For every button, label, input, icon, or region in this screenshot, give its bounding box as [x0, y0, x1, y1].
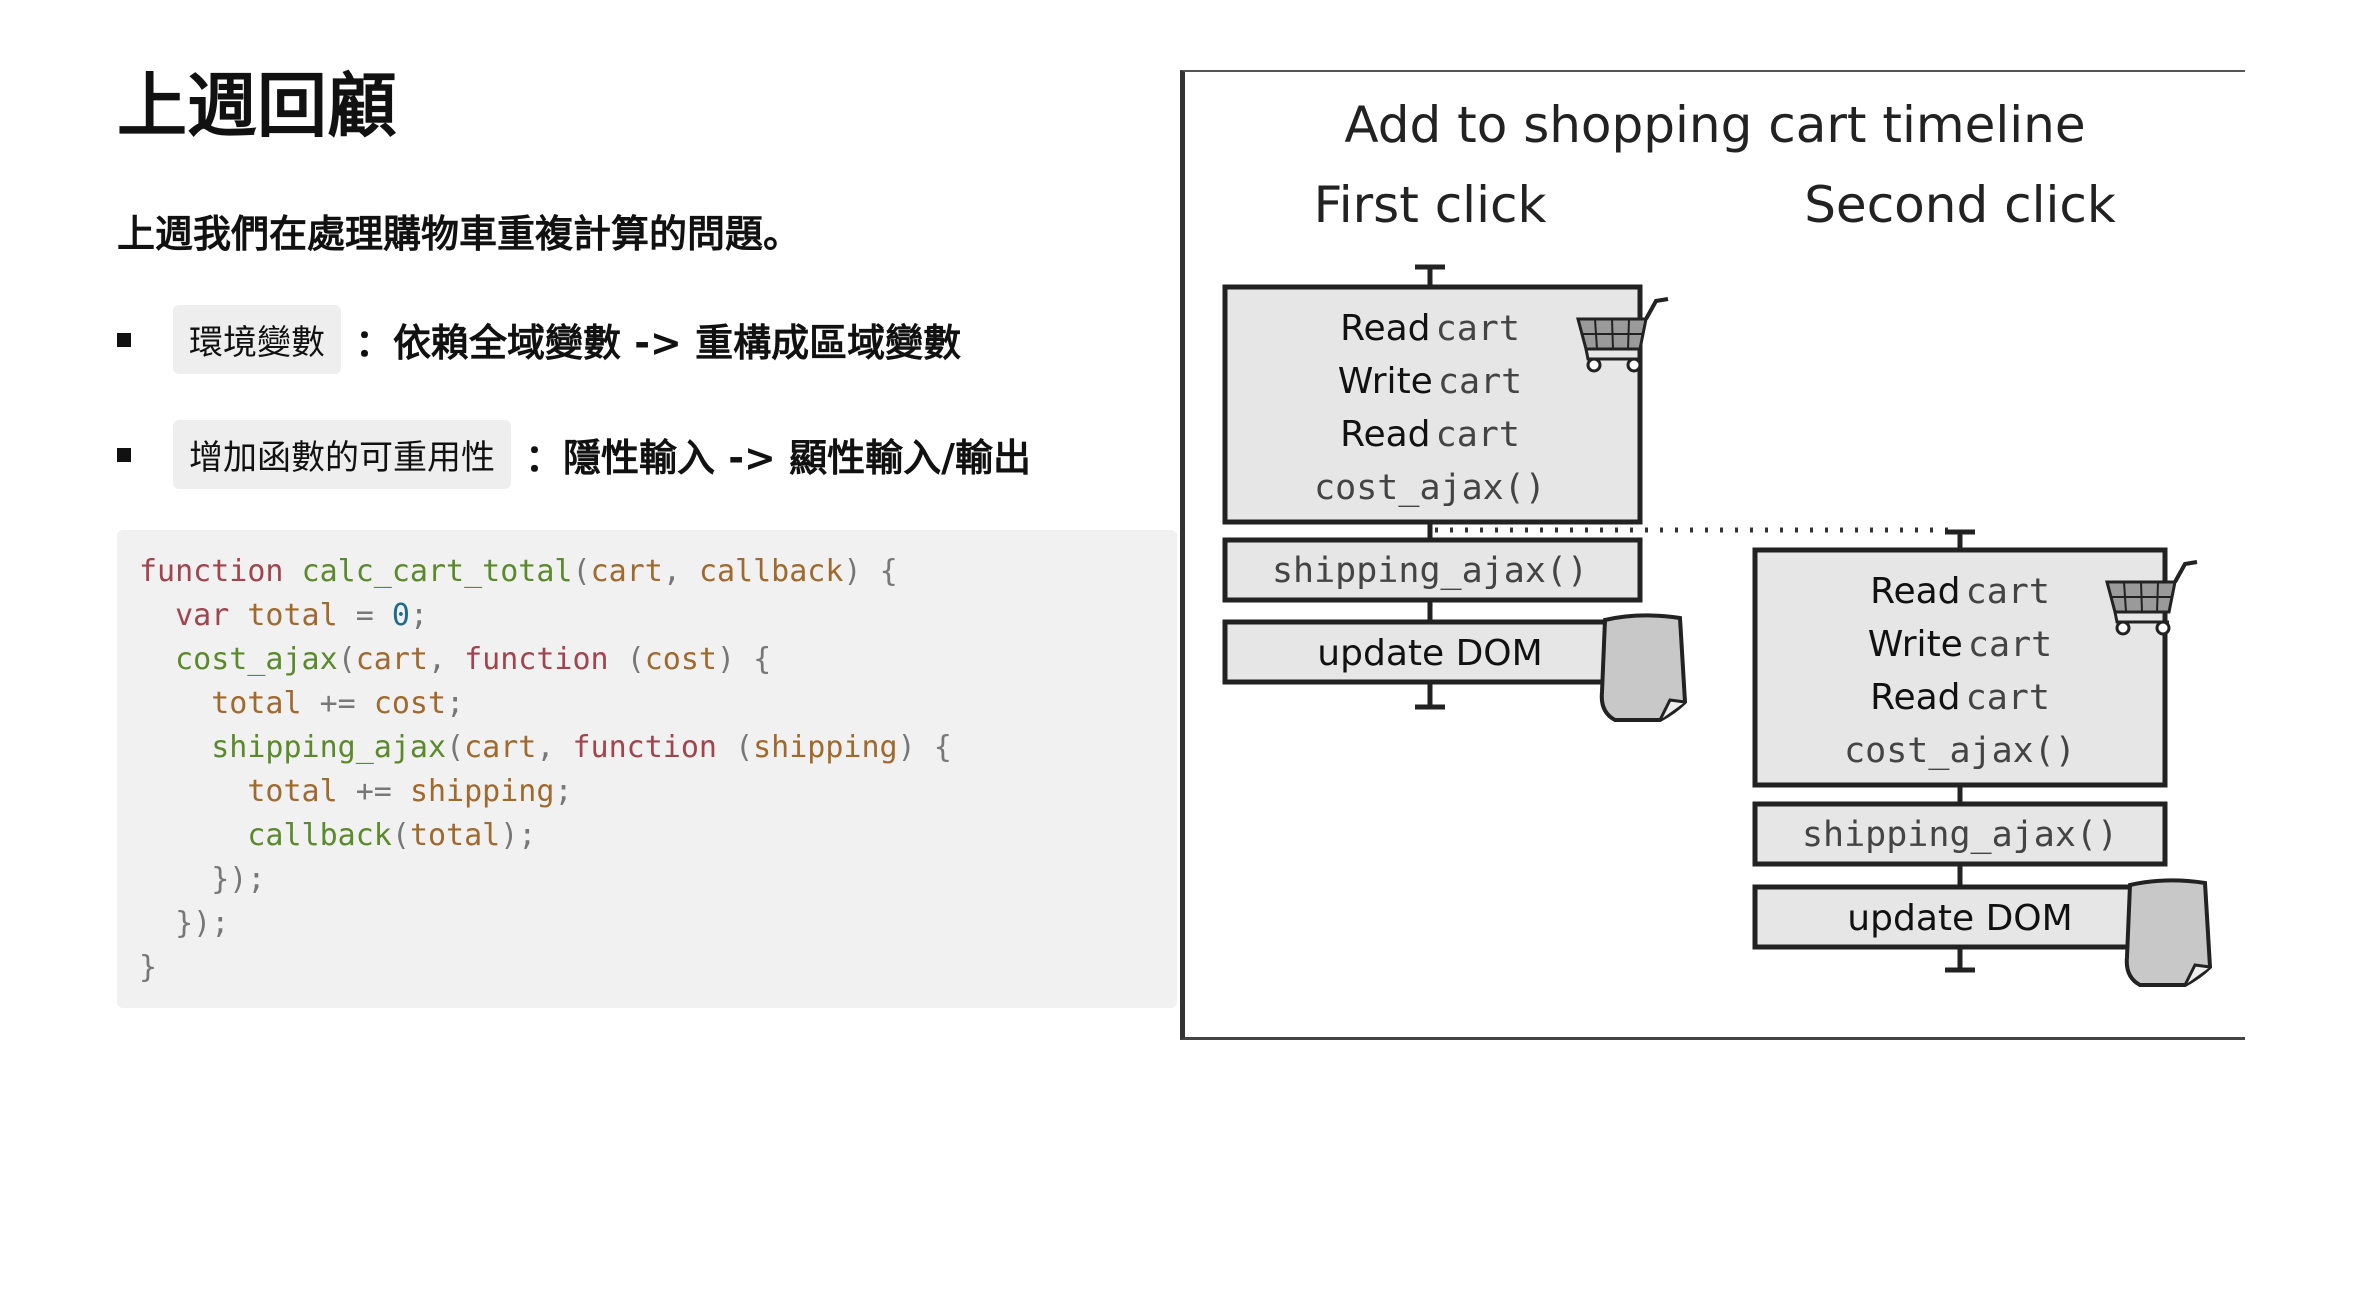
bullet-text: ：依賴全域變數 -> 重構成區域變數 [355, 321, 962, 365]
write-cart-line: Write cart [1868, 624, 2052, 665]
first-update-dom-box [1222, 619, 1643, 685]
document-page-icon [1599, 613, 1688, 722]
shopping-cart-icon [1576, 297, 1669, 373]
bullet-item-2: 增加函數的可重用性 ：隱性輸入 -> 顯性輸入/輸出 [117, 420, 1031, 489]
first-cart-ops-box [1222, 284, 1643, 525]
code-line: callback(total); [247, 818, 537, 853]
code-line: } [139, 950, 158, 985]
code-line: function calc_cart_total(cart, callback)… [139, 554, 898, 589]
shipping-ajax-label: shipping_ajax() [1802, 815, 2118, 855]
update-dom-label: update DOM [1317, 633, 1542, 674]
intro-text: 上週我們在處理購物車重複計算的問題。 [117, 212, 802, 256]
bullet-item-1: 環境變數 ：依賴全域變數 -> 重構成區域變數 [117, 305, 961, 374]
first-click-heading: First click [1314, 176, 1547, 234]
read-cart-line: Read cart [1870, 571, 2050, 612]
cost-ajax-label: cost_ajax() [1314, 468, 1546, 508]
read-cart-line: Read cart [1340, 308, 1520, 349]
code-line: }); [211, 862, 266, 897]
bullet-tag: 增加函數的可重用性 [173, 420, 511, 489]
timeline-figure: Add to shopping cart timeline First clic… [1180, 70, 2245, 1040]
code-line: total += shipping; [247, 774, 573, 809]
figure-title: Add to shopping cart timeline [1344, 96, 2085, 154]
code-line: total += cost; [211, 686, 465, 721]
read-cart-line: Read cart [1340, 414, 1520, 455]
cost-ajax-label: cost_ajax() [1844, 731, 2076, 771]
shopping-cart-icon [2105, 560, 2198, 636]
second-click-timeline: Read cart Write cart Read cart cost_ajax… [1752, 529, 2213, 987]
bullet-tag: 環境變數 [173, 305, 341, 374]
shipping-ajax-label: shipping_ajax() [1272, 551, 1588, 591]
bullet-text: ：隱性輸入 -> 顯性輸入/輸出 [525, 436, 1031, 480]
read-cart-line: Read cart [1870, 677, 2050, 718]
second-shipping-box [1752, 801, 2168, 867]
page-title: 上週回顧 [117, 65, 397, 147]
write-cart-line: Write cart [1338, 361, 1522, 402]
code-line: shipping_ajax(cart, function (shipping) … [211, 730, 952, 765]
bullet-square-icon [117, 332, 131, 347]
first-shipping-box [1222, 537, 1643, 603]
first-click-timeline: Read cart Write cart Read cart cost_ajax… [1222, 264, 1688, 722]
code-line: var total = 0; [175, 598, 428, 633]
second-click-heading: Second click [1804, 176, 2116, 234]
document-page-icon [2124, 878, 2213, 987]
second-update-dom-box [1752, 884, 2168, 950]
code-text: function calc_cart_total(cart, callback)… [139, 550, 1155, 990]
code-block: function calc_cart_total(cart, callback)… [117, 530, 1177, 1008]
bullet-square-icon [117, 447, 131, 462]
update-dom-label: update DOM [1847, 898, 2072, 939]
second-cart-ops-box [1752, 547, 2168, 788]
code-line: cost_ajax(cart, function (cost) { [175, 642, 772, 677]
code-line: }); [175, 906, 230, 941]
